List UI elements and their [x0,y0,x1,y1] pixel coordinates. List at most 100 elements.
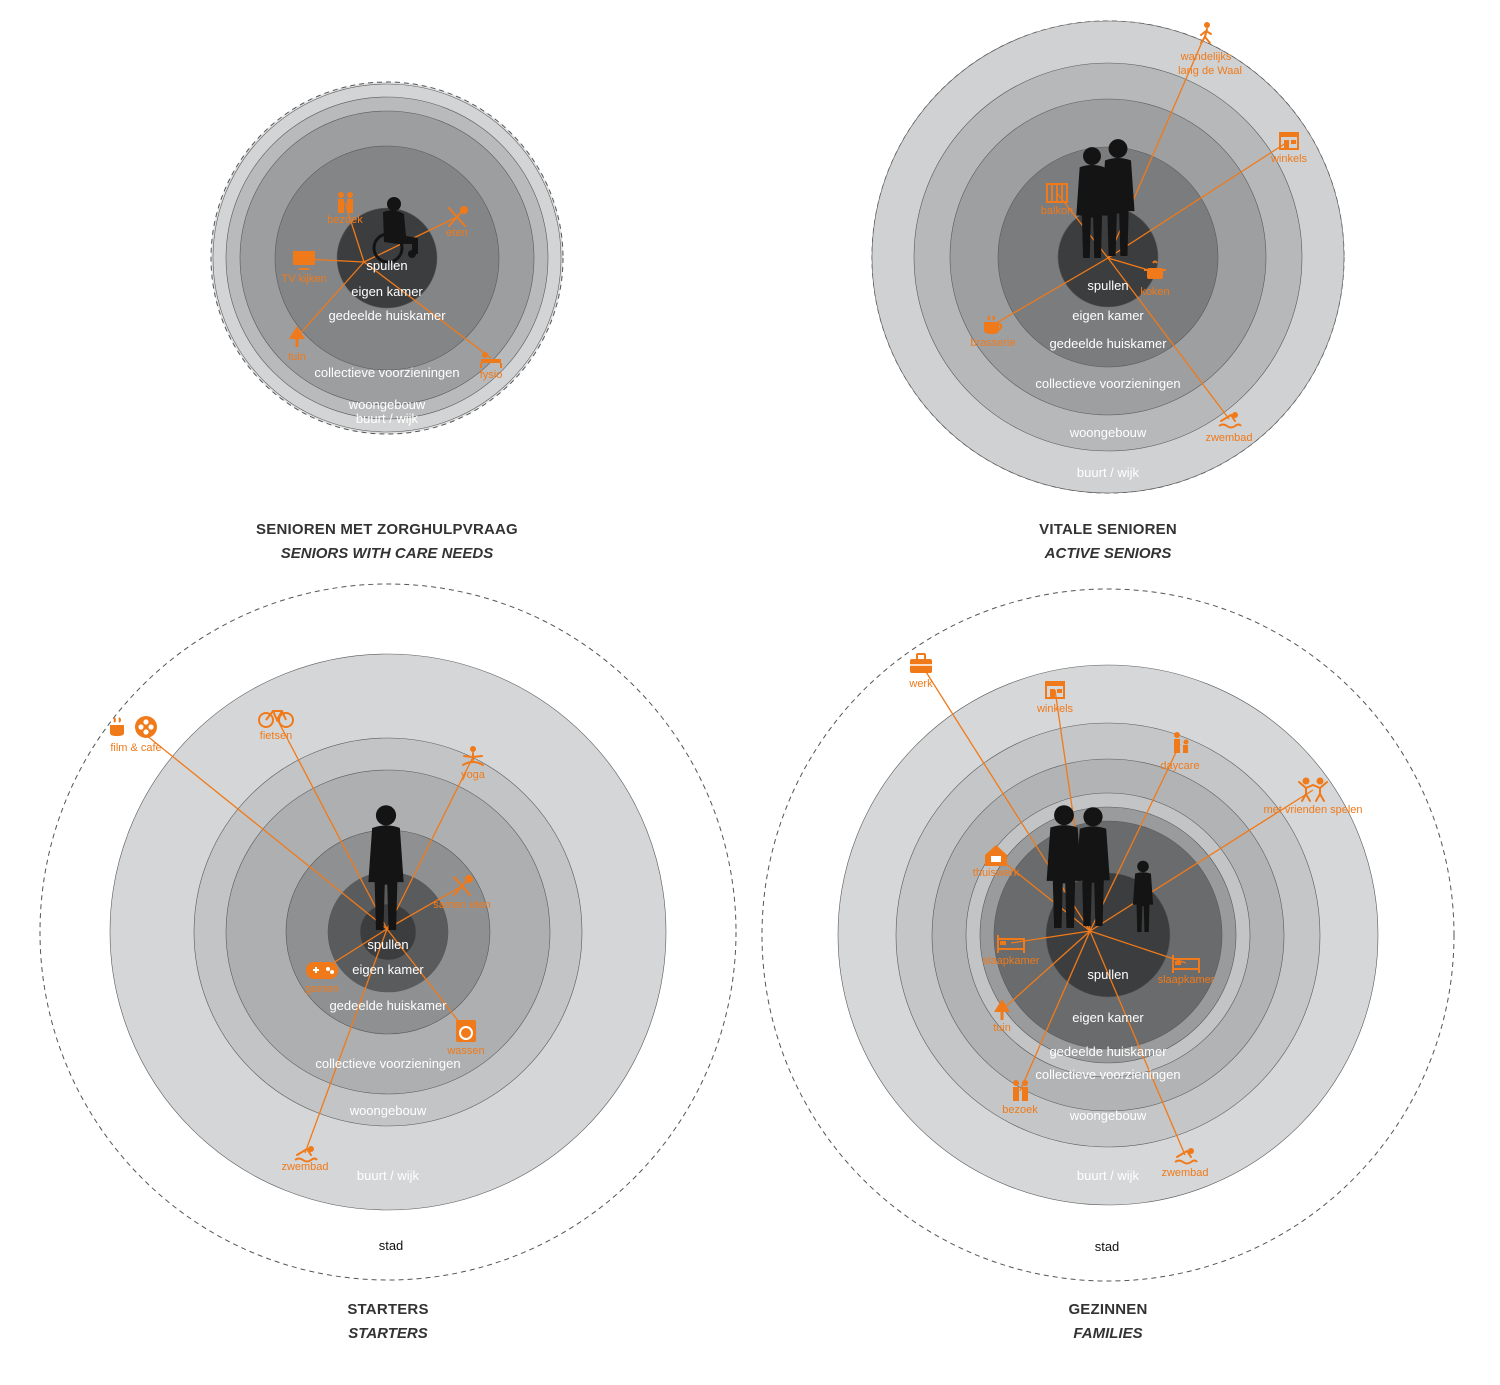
connector-line [386,885,463,930]
connector-line [1089,743,1181,932]
ring-label: gedeelde huiskamer [1049,1044,1167,1059]
swimmer-icon [1218,412,1242,429]
connector-line [304,928,388,1154]
connector-line [386,928,467,1032]
film-coffee-icon [110,716,157,738]
connector-line [135,726,388,930]
activity-label: werk [908,678,933,690]
activity-label: slaapkamer [1158,974,1215,986]
balcony-icon [1046,183,1068,203]
activity-label: brasserie [970,337,1015,349]
massage-icon [480,352,502,368]
ring-label: collectieve voorzieningen [314,365,459,380]
activity-label: wassen [446,1045,484,1057]
caption-families-en: FAMILIES [1073,1325,1143,1342]
connector-line [992,257,1109,326]
ring-label: buurt / wijk [356,411,419,426]
child-silhouette [1132,860,1154,932]
washing-machine-icon [456,1020,476,1042]
activity-label: lang de Waal [1178,65,1242,77]
tree-icon [994,999,1010,1020]
activity-label: thuiswerk [973,867,1020,879]
ring-label: spullen [366,258,407,273]
caption-seniors-care-nl: SENIOREN MET ZORGHULPVRAAG [256,521,518,538]
visit-icon [338,192,353,213]
activity-label: fysio [480,369,503,381]
ring-label: eigen kamer [352,962,424,977]
senior-silhouette-2 [1101,139,1135,256]
adult-silhouette-2 [1076,807,1110,926]
gamepad-icon [306,962,338,979]
connector-line [1089,789,1314,932]
ring-label: collectieve voorzieningen [1035,1067,1180,1082]
shop-icon [1045,681,1065,699]
bicycle-icon [258,710,294,728]
activity-label: TV kijken [281,273,326,285]
ring-label: spullen [1087,967,1128,982]
activity-label: daycare [1160,760,1199,772]
ring-label: woongebouw [349,1103,427,1118]
ring-label: woongebouw [1069,425,1147,440]
wheelchair-silhouette [372,197,418,264]
connector-line [995,855,1091,932]
ring-label: eigen kamer [1072,1010,1144,1025]
ring-label: buurt / wijk [1077,1168,1140,1183]
connector-line [1019,930,1091,1092]
coffee-icon [984,315,1003,334]
daycare-icon [1174,732,1189,753]
ring-label: gedeelde huiskamer [328,308,446,323]
connector-line [1089,930,1187,964]
activity-label: film & cafe [110,742,161,754]
connector-line [1001,930,1091,1011]
caption-active-seniors-nl: VITALE SENIOREN [1039,521,1177,538]
activity-label: koken [1140,286,1169,298]
adult-silhouette-1 [1046,805,1082,928]
outer-zone-label: stad [379,1238,404,1253]
caption-starters-nl: STARTERS [347,1301,429,1318]
ring-label: woongebouw [348,397,426,412]
dashed-boundary-ring [761,588,1455,1282]
caption-families-nl: GEZINNEN [1068,1301,1148,1318]
ring-label: woongebouw [1069,1108,1147,1123]
activity-label: tuin [993,1022,1011,1034]
caption-seniors-care-en: SENIORS WITH CARE NEEDS [280,545,494,562]
walking-icon [1200,22,1212,44]
ring-label: gedeelde huiskamer [329,998,447,1013]
connector-line [386,756,474,930]
diagram-families: buurt / wijk woongebouw collectieve voorzi… [761,588,1455,1282]
activity-label: samen eten [433,899,490,911]
activity-label: bezoek [1002,1104,1038,1116]
fork-knife-icon [453,875,473,896]
visit-icon [1013,1080,1028,1101]
activity-label: gamen [305,983,339,995]
diagram-starters: buurt / wijk woongebouw collectieve voorzi… [39,583,737,1281]
activity-label: zwembad [1205,432,1252,444]
activity-label: tuin [288,351,306,363]
activity-label: zwembad [1161,1167,1208,1179]
briefcase-icon [910,653,932,673]
fork-knife-icon [448,206,468,227]
connector-line [275,716,388,930]
core-zone [1077,904,1139,966]
pot-icon [1144,260,1166,279]
ring-label: eigen kamer [1072,308,1144,323]
ring-label: spullen [1087,278,1128,293]
dashed-boundary-ring [39,583,737,1281]
bed-icon [1172,955,1200,973]
ring-label: eigen kamer [351,284,423,299]
activity-label: slaapkamer [983,955,1040,967]
activity-label: bezoek [327,214,363,226]
activity-label: zwembad [281,1161,328,1173]
starter-silhouette [368,805,404,930]
connector-line [1107,140,1290,259]
swimmer-icon [294,1146,318,1163]
home-office-icon [985,845,1007,866]
ring-label: collectieve voorzieningen [315,1056,460,1071]
tree-icon [289,326,305,347]
caption-starters-en: STARTERS [348,1325,428,1342]
activity-label: met vrienden spelen [1263,804,1362,816]
ring-label: buurt / wijk [357,1168,420,1183]
